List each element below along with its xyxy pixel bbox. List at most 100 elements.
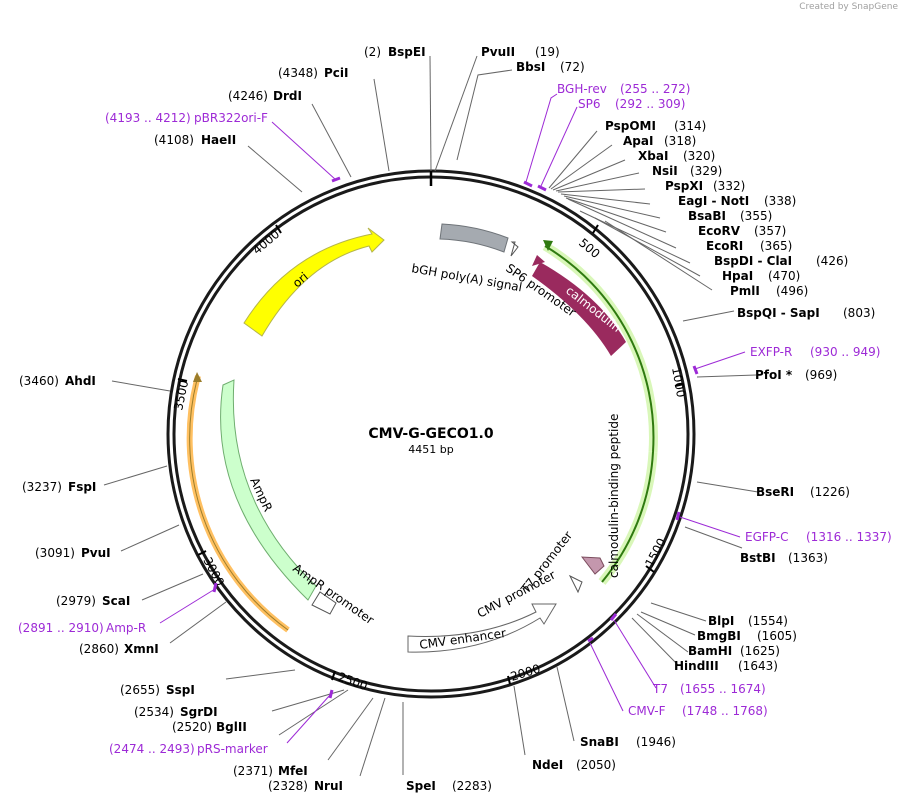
primer-range-egfp-c: (1316 .. 1337)	[806, 530, 892, 544]
tick-label-3500: 3500	[171, 379, 191, 412]
feature-small-arrow	[580, 556, 605, 575]
site-pos-bglii: (2520)	[172, 720, 212, 734]
site-name-nrui: NruI	[314, 779, 343, 793]
orange-arc-arrowhead	[193, 372, 202, 382]
primer-name-cmv-f: CMV-F	[628, 704, 666, 718]
site-pos-nsii: (329)	[690, 164, 722, 178]
feature-ori	[243, 227, 385, 337]
plasmid-length: 4451 bp	[408, 443, 453, 456]
site-pos-sspi: (2655)	[120, 683, 160, 697]
cbp-arrowhead	[543, 240, 553, 251]
site-pos-xmni: (2860)	[79, 642, 119, 656]
primer-name-amp-r: Amp-R	[106, 621, 146, 635]
site-pos-snabi: (1946)	[636, 735, 676, 749]
primer-name-egfp-c: EGFP-C	[745, 530, 788, 544]
plasmid-name: CMV-G-GECO1.0	[368, 426, 493, 442]
tick-3500: 3500	[171, 378, 191, 412]
feature-ampr	[220, 379, 317, 601]
primer-name-pbr322ori-f: pBR322ori-F	[194, 111, 268, 125]
label-calmodulin-binding-peptide: calmodulin-binding peptide	[607, 414, 621, 578]
site-name-sgrdi: SgrDI	[180, 705, 218, 719]
site-name-pspxi: PspXI	[665, 179, 703, 193]
site-name-mfei: MfeI	[278, 764, 308, 778]
site-pos-bspqi-sapi: (803)	[843, 306, 875, 320]
site-name-bspei: BspEI	[388, 45, 426, 59]
primer-name-exfp-r: EXFP-R	[750, 345, 792, 359]
site-pos-bspdi-clai: (426)	[816, 254, 848, 268]
site-name-fspi: FspI	[68, 480, 96, 494]
site-name-ecori: EcoRI	[706, 239, 743, 253]
site-name-ecorv: EcoRV	[698, 224, 741, 238]
site-pos-eagi-noti: (338)	[764, 194, 796, 208]
site-name-xbai: XbaI	[638, 149, 668, 163]
feature-cbp-lower-track	[601, 451, 654, 583]
site-pos-bbsi: (72)	[560, 60, 585, 74]
site-name-haeii: HaeII	[201, 133, 236, 147]
site-name-apai: ApaI	[623, 134, 653, 148]
site-pos-pmli: (496)	[776, 284, 808, 298]
site-pos-sgrdi: (2534)	[134, 705, 174, 719]
site-pos-nrui: (2328)	[268, 779, 308, 793]
site-name-hindiii: HindIII	[674, 659, 719, 673]
site-labels: (2) BspEI PvuII (19) BbsI (72) PspOMI (3…	[19, 45, 875, 793]
site-name-pcii: PciI	[324, 66, 349, 80]
feature-t7-arrow	[568, 574, 583, 594]
site-pos-bmgbi: (1605)	[757, 629, 797, 643]
site-pos-bstbi: (1363)	[788, 551, 828, 565]
site-pos-pvuii: (19)	[535, 45, 560, 59]
primer-range-prs-marker: (2474 .. 2493)	[109, 742, 195, 756]
primer-name-sp6: SP6	[578, 97, 601, 111]
feature-sp6-arrow	[510, 241, 519, 257]
primer-range-t7: (1655 .. 1674)	[680, 682, 766, 696]
site-pos-pcii: (4348)	[278, 66, 318, 80]
site-pos-bspei: (2)	[364, 45, 381, 59]
primer-range-amp-r: (2891 .. 2910)	[18, 621, 104, 635]
tick-label-1000: 1000	[669, 366, 688, 399]
site-name-drdi: DrdI	[273, 89, 302, 103]
tick-label-2500: 2500	[336, 670, 369, 694]
site-name-sspi: SspI	[166, 683, 195, 697]
site-name-spei: SpeI	[406, 779, 436, 793]
feature-ampr-promoter	[311, 591, 337, 615]
feature-cmv-enhancer-promoter	[407, 603, 557, 653]
primer-range-sp6: (292 .. 309)	[615, 97, 685, 111]
site-pos-haeii: (4108)	[154, 133, 194, 147]
primer-name-bgh-rev: BGH-rev	[557, 82, 607, 96]
primer-labels: BGH-rev (255 .. 272) SP6 (292 .. 309) EX…	[18, 82, 892, 756]
site-name-bglii: BglII	[216, 720, 247, 734]
site-pos-scai: (2979)	[56, 594, 96, 608]
site-leader-lines	[103, 55, 759, 777]
primer-range-pbr322ori-f: (4193 .. 4212)	[105, 111, 191, 125]
site-name-bmgbi: BmgBI	[697, 629, 741, 643]
site-pos-pfoi: (969)	[805, 368, 837, 382]
site-pos-bsabi: (355)	[740, 209, 772, 223]
site-pos-mfei: (2371)	[233, 764, 273, 778]
feature-calmodulin-binding-peptide-track	[544, 245, 655, 453]
site-name-ndei: NdeI	[532, 758, 563, 772]
site-pos-xbai: (320)	[683, 149, 715, 163]
site-pos-drdi: (4246)	[228, 89, 268, 103]
primer-marks	[212, 176, 699, 699]
site-name-nsii: NsiI	[652, 164, 678, 178]
snapgene-credit: Created by SnapGene	[799, 2, 898, 12]
site-name-bamhi: BamHI	[688, 644, 732, 658]
site-pos-ecorv: (357)	[754, 224, 786, 238]
site-name-blpi: BlpI	[708, 614, 734, 628]
site-pos-hpai: (470)	[768, 269, 800, 283]
primer-name-t7: T7	[652, 682, 668, 696]
label-bgh-polya: bGH poly(A) signal	[410, 261, 523, 294]
site-name-bseri: BseRI	[756, 485, 794, 499]
site-name-scai: ScaI	[102, 594, 130, 608]
site-name-pmli: PmlI	[730, 284, 760, 298]
site-name-pfoi: PfoI *	[755, 368, 793, 382]
site-pos-apai: (318)	[664, 134, 696, 148]
site-name-pvui: PvuI	[81, 546, 111, 560]
site-pos-bamhi: (1625)	[740, 644, 780, 658]
site-name-bsabi: BsaBI	[688, 209, 726, 223]
site-name-snabi: SnaBI	[580, 735, 619, 749]
feature-bgh-polya	[439, 223, 509, 253]
tick-1000: 1000	[669, 366, 688, 399]
site-pos-fspi: (3237)	[22, 480, 62, 494]
site-name-hpai: HpaI	[722, 269, 753, 283]
